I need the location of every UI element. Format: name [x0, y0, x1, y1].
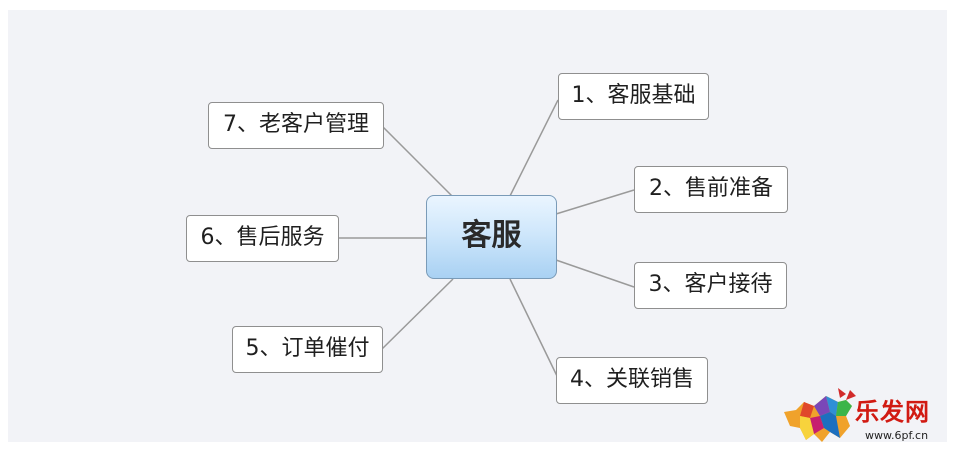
connector-n5 [381, 278, 454, 350]
connector-n4 [509, 278, 558, 377]
watermark-logo-text: 乐发网 [855, 397, 930, 426]
topic-node-1[interactable]: 1、客服基础 [558, 73, 709, 120]
topic-node-3[interactable]: 3、客户接待 [634, 262, 787, 309]
central-topic[interactable]: 客服 [426, 195, 557, 279]
topic-node-2[interactable]: 2、售前准备 [634, 166, 788, 213]
topic-node-4[interactable]: 4、关联销售 [556, 357, 708, 404]
connector-n7 [382, 126, 453, 197]
connector-n2 [555, 189, 635, 215]
connector-n3 [555, 259, 635, 288]
topic-node-5[interactable]: 5、订单催付 [232, 326, 383, 373]
watermark-bull-icon [784, 388, 856, 442]
connector-n1 [509, 99, 559, 197]
watermark-url: www.6pf.cn [865, 429, 929, 442]
topic-node-6[interactable]: 6、售后服务 [186, 215, 339, 262]
topic-node-7[interactable]: 7、老客户管理 [208, 102, 384, 149]
